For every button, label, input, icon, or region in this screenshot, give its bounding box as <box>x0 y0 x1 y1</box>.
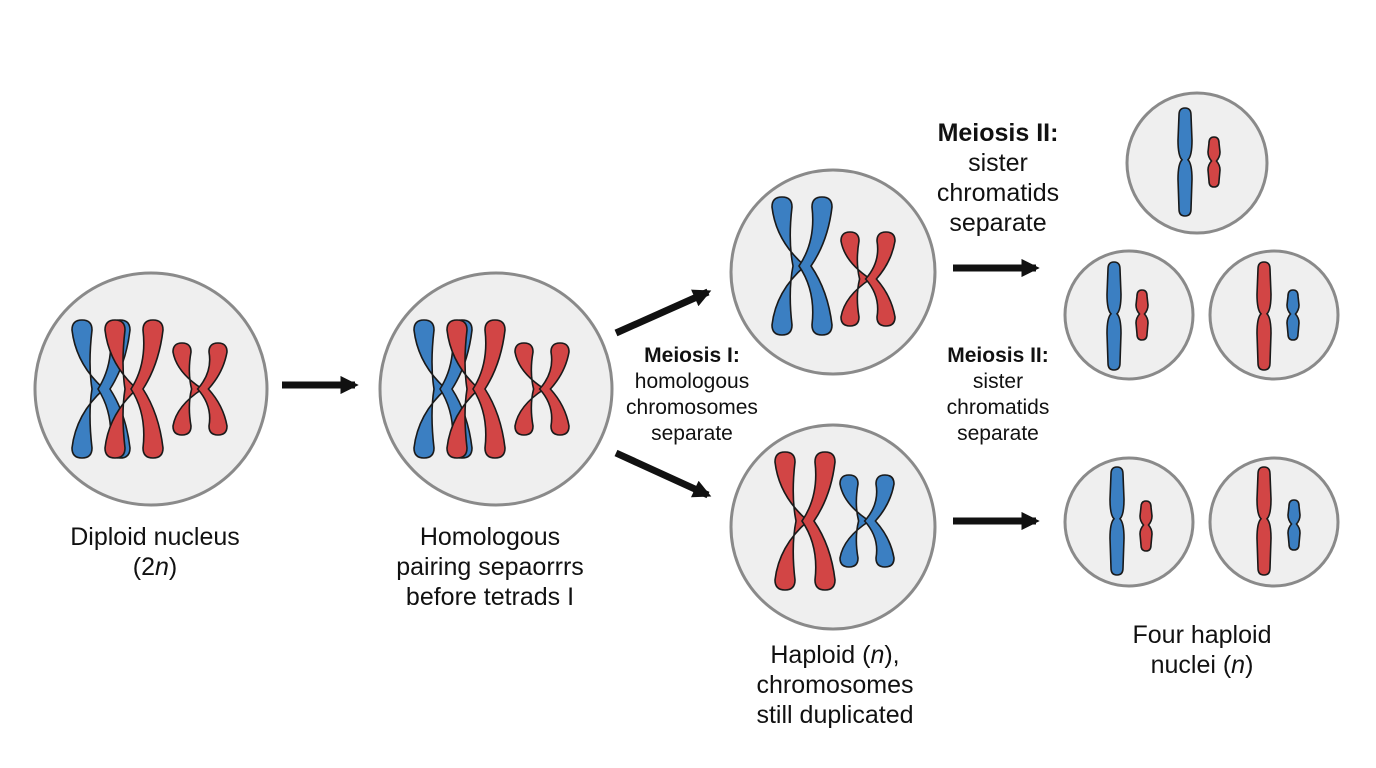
chromosome-arm <box>839 474 871 568</box>
chromosome-blue-small <box>839 474 895 568</box>
label-haploid: Haploid (n), chromosomes still duplicate… <box>756 641 914 729</box>
chromatid-red-large <box>1256 466 1272 576</box>
chromatid-blue-large <box>1109 466 1125 576</box>
chromosome-arm <box>538 342 570 436</box>
label-diploid-nucleus: Diploid nucleus (2n) <box>70 523 240 581</box>
chromosome-red-large <box>446 319 506 459</box>
nucleus-four-5 <box>1208 456 1340 588</box>
chromosome-arm <box>801 451 836 591</box>
chromosome-arm <box>863 474 895 568</box>
chromatid-red-small <box>1135 289 1149 341</box>
label-four-haploid-nuclei: Four haploid nuclei (n) <box>1132 621 1272 679</box>
chromosome-arm <box>771 196 807 336</box>
nucleus-diploid <box>33 271 269 507</box>
nucleus-four-3 <box>1208 249 1340 381</box>
chromosome-arm <box>413 319 448 459</box>
arrow-meiosis1-bottom <box>614 449 712 499</box>
chromatid-blue-small <box>1287 499 1301 551</box>
chromosome-arm <box>472 319 506 459</box>
chromosome-red-small <box>172 342 228 436</box>
label-meiosis-1: Meiosis I: homologous chromosomes separa… <box>626 344 758 445</box>
chromosome-arm <box>104 319 139 459</box>
chromosome-red-large <box>774 451 836 591</box>
chromosome-red-small <box>840 231 896 327</box>
chromosome-arm <box>514 342 546 436</box>
chromosome-arm <box>864 231 896 327</box>
chromatid-red-small <box>1139 500 1153 552</box>
label-homologous-pairing: Homologous pairing sepaorrrs before tetr… <box>396 523 584 611</box>
chromosome-arm <box>446 319 481 459</box>
chromosome-arm <box>798 196 833 336</box>
chromatid-red-large <box>1256 261 1272 371</box>
arrows-layer <box>282 258 1040 531</box>
chromosome-arm <box>130 319 164 459</box>
nucleus-homologous-pairing <box>378 271 614 507</box>
chromosomes-layer <box>71 107 1301 591</box>
chromatid-blue-large <box>1106 261 1122 371</box>
chromosome-arm <box>172 342 204 436</box>
nucleus-four-1 <box>1125 91 1269 235</box>
chromosome-red-small <box>514 342 570 436</box>
chromosome-arm <box>71 319 106 459</box>
chromatid-blue-large <box>1177 107 1193 217</box>
nucleus-four-2 <box>1063 249 1195 381</box>
chromosome-arm <box>774 451 810 591</box>
chromosome-blue-large <box>771 196 833 336</box>
nucleus-four-4 <box>1063 456 1195 588</box>
chromosome-red-large <box>104 319 164 459</box>
chromatid-red-small <box>1207 136 1221 188</box>
chromatid-blue-small <box>1286 289 1300 341</box>
chromosome-arm <box>196 342 228 436</box>
arrow-meiosis1-top <box>614 288 712 337</box>
label-meiosis-2-middle: Meiosis II: sister chromatids separate <box>946 344 1050 445</box>
label-meiosis-2-top: Meiosis II: sister chromatids separate <box>936 119 1060 237</box>
chromosome-arm <box>840 231 872 327</box>
